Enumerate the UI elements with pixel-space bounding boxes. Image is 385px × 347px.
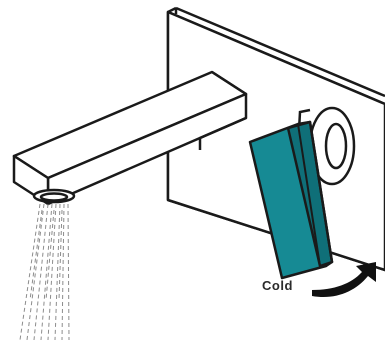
curved-arrow-right-icon <box>312 262 376 298</box>
water-stream <box>19 203 70 341</box>
cold-label: Cold <box>262 278 293 293</box>
spout <box>12 70 248 206</box>
lever-handle[interactable] <box>248 120 334 280</box>
